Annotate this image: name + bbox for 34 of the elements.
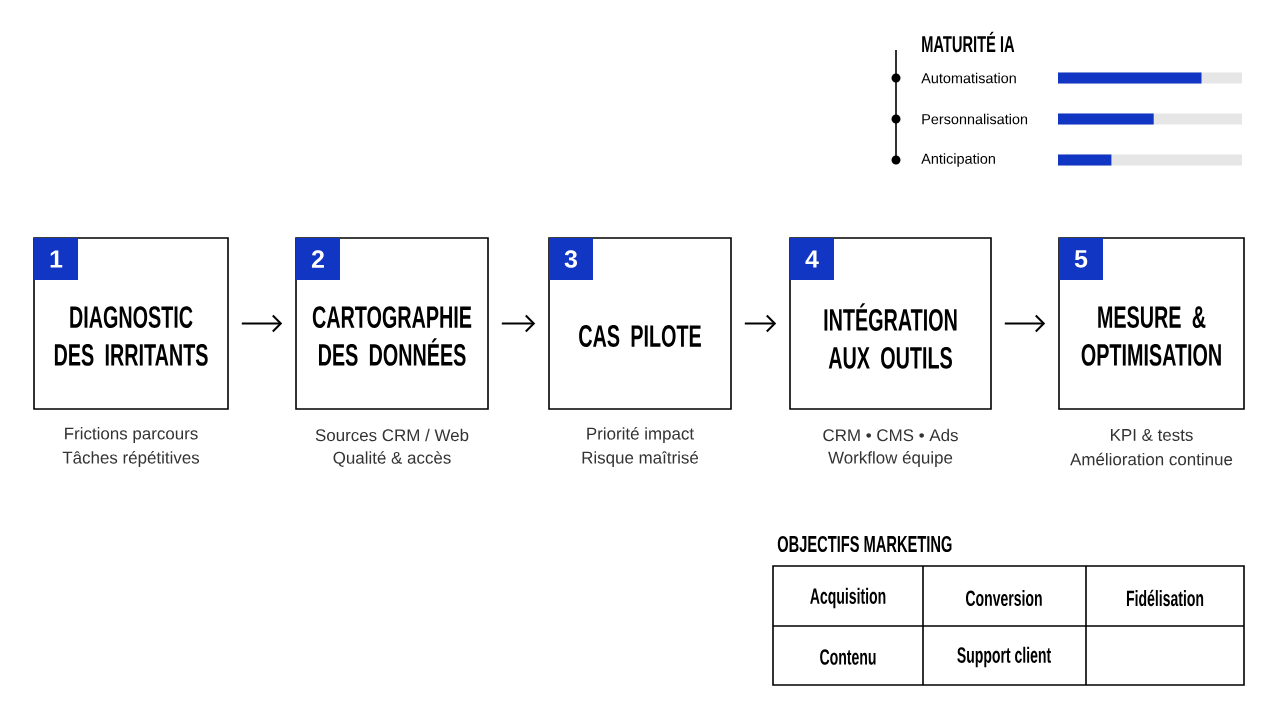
step-note: Frictions parcours [65,427,198,443]
step-number-badge: 3 [549,238,593,280]
bar-label: Personnalisation [922,113,1028,125]
step-title: DIAGNOSTIC DES IRRITANTS [54,306,208,366]
step-title: CAS PILOTE [579,325,701,347]
arrow [743,314,777,333]
objective-label: Acquisition [810,587,886,609]
step-note: Risque maîtrisé [582,451,699,467]
step-number-badge: 2 [296,238,340,280]
step-note: Priorité impact [587,427,694,443]
objective-label: Support client [957,646,1051,668]
step-note: Tâches répétitives [62,451,200,467]
arrow [500,314,536,333]
bar-label: Automatisation [921,72,1016,84]
step-note: Sources CRM / Web [315,428,469,442]
step-note: KPI & tests [1111,429,1193,441]
objective-label: Conversion [966,589,1042,607]
step-number-badge: 4 [790,238,834,280]
bar-label: Anticipation [921,153,995,167]
step-title: INTÉGRATION AUX OUTILS [824,303,957,369]
section-title: MATURITÉ IA [922,31,1015,53]
step-note: Qualité & accès [333,451,451,467]
step-title: MESURE & OPTIMISATION [1081,306,1221,366]
step-note: CRM • CMS • Ads [823,428,958,442]
step-number-badge: 5 [1059,238,1103,280]
step-number-badge: 1 [34,238,78,280]
arrow [240,314,283,333]
step-note: Amélioration continue [1070,452,1233,466]
section-title: OBJECTIFS MARKETING [777,535,952,553]
step-title: CARTOGRAPHIE DES DONNÉES [312,306,472,366]
objective-label: Contenu [820,649,876,665]
step-note: Workflow équipe [828,451,953,467]
arrow [1003,314,1046,333]
objective-label: Fidélisation [1126,589,1204,607]
